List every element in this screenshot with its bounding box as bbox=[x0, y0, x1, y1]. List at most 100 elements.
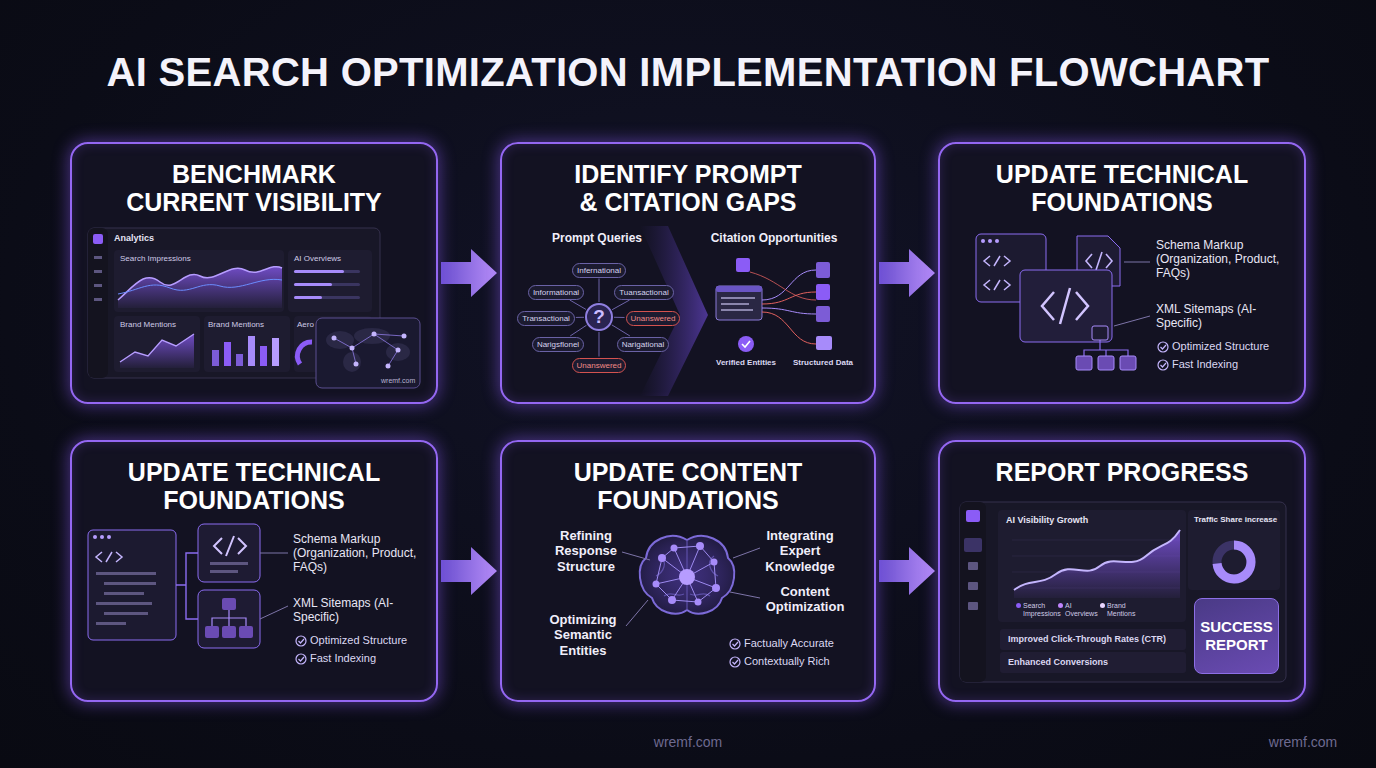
annotation-text: Structured Data bbox=[793, 358, 853, 367]
technical-illustration bbox=[984, 256, 1010, 266]
annotation-text: Content Optimization bbox=[759, 584, 851, 615]
annotation-text: Traffic Share increase bbox=[1194, 515, 1278, 524]
analytics-dashboard bbox=[294, 283, 360, 286]
report-dashboard bbox=[960, 502, 1286, 682]
report-dashboard bbox=[960, 502, 1286, 682]
citation-illustration bbox=[721, 309, 753, 311]
technical-illustration bbox=[107, 535, 111, 539]
report-badge: SUCCESS REPORT bbox=[1194, 598, 1279, 674]
brain-network bbox=[696, 542, 704, 550]
brain-network bbox=[671, 545, 678, 552]
technical-illustration bbox=[205, 626, 219, 638]
technical-illustration bbox=[1092, 326, 1108, 340]
technical-illustration bbox=[1086, 252, 1112, 270]
legend-text: Search Impressions bbox=[1023, 602, 1059, 618]
analytics-dashboard bbox=[118, 267, 282, 300]
node-text: BENCHMARK CURRENT VISIBILITY bbox=[117, 160, 391, 216]
citation-illustration bbox=[742, 341, 750, 347]
panel-ground bbox=[938, 142, 1306, 404]
technical-illustration bbox=[976, 234, 1168, 370]
analytics-dashboard bbox=[294, 270, 360, 273]
report-dashboard bbox=[1000, 652, 1186, 673]
node-text: Unanswered bbox=[577, 360, 622, 371]
query-pill: Narigational bbox=[617, 337, 670, 352]
legend-item: Search Impressions bbox=[1016, 602, 1059, 618]
analytics-dashboard bbox=[88, 228, 108, 378]
branch-line bbox=[576, 317, 584, 318]
step-panel: UPDATE TECHNICAL FOUNDATIONS bbox=[70, 440, 438, 702]
watermark: wremf.com bbox=[1269, 734, 1337, 751]
analytics-dashboard bbox=[118, 267, 282, 308]
citation-illustration bbox=[736, 258, 750, 272]
technical-illustration bbox=[1158, 360, 1168, 370]
technical-illustration bbox=[299, 657, 305, 661]
brain-network bbox=[695, 599, 702, 606]
technical-illustration bbox=[981, 239, 985, 243]
analytics-dashboard bbox=[316, 318, 420, 388]
legend-text: Brand Mentions bbox=[1107, 602, 1143, 618]
citation-illustration bbox=[738, 336, 754, 352]
citation-illustration bbox=[816, 306, 830, 322]
technical-illustration bbox=[176, 553, 198, 619]
node-text: Tuansactional bbox=[619, 287, 669, 298]
technical-illustration bbox=[100, 535, 104, 539]
annotation-text: Improved Click-Through Rates (CTR) bbox=[1008, 634, 1166, 645]
brain-network bbox=[622, 536, 760, 667]
report-dashboard bbox=[966, 510, 980, 522]
analytics-dashboard bbox=[343, 352, 361, 372]
report-dashboard bbox=[1217, 545, 1251, 579]
technical-illustration bbox=[984, 280, 1010, 290]
node-text: Narigsflonel bbox=[537, 339, 579, 350]
technical-illustration bbox=[212, 610, 246, 626]
analytics-dashboard bbox=[114, 250, 284, 312]
technical-illustration bbox=[88, 524, 306, 664]
step-panel: REPORT PROGRESSSUCCESS REPORT bbox=[938, 440, 1306, 702]
node-text: UPDATE TECHNICAL FOUNDATIONS bbox=[972, 160, 1272, 216]
flow-arrow bbox=[879, 249, 935, 297]
flow-arrow bbox=[441, 547, 497, 595]
analytics-dashboard bbox=[248, 336, 255, 366]
technical-illustration bbox=[104, 592, 144, 595]
technical-illustration bbox=[214, 536, 246, 556]
annotation-text: Enhanced Conversions bbox=[1008, 657, 1108, 668]
analytics-dashboard bbox=[204, 316, 290, 372]
flow-arrow bbox=[879, 547, 935, 595]
query-pill: Informational bbox=[528, 285, 584, 300]
analytics-dashboard bbox=[372, 332, 377, 337]
annotation-text: Refining Response Structure bbox=[546, 528, 626, 574]
technical-illustration bbox=[299, 639, 305, 643]
analytics-dashboard bbox=[118, 279, 282, 294]
panel-ground bbox=[500, 440, 876, 702]
annotation-text: Verified Entities bbox=[716, 358, 776, 367]
analytics-dashboard bbox=[350, 346, 355, 351]
branch-line bbox=[599, 279, 600, 303]
technical-illustration bbox=[1076, 356, 1092, 370]
technical-illustration bbox=[222, 626, 236, 638]
technical-illustration bbox=[1161, 363, 1167, 367]
legend-swatch bbox=[1100, 603, 1105, 608]
citation-illustration bbox=[816, 262, 830, 278]
technical-illustration bbox=[88, 530, 176, 640]
annotation-text: Optimized Structure bbox=[1172, 340, 1269, 353]
legend-item: Brand Mentions bbox=[1100, 602, 1143, 618]
query-pill: Tuansactional bbox=[614, 285, 674, 300]
annotation-text: Aero bbox=[297, 320, 314, 329]
annotation-text: Schema Markup (Organization, Product, FA… bbox=[1156, 238, 1292, 280]
query-pill: Unanswered bbox=[626, 311, 681, 326]
report-dashboard bbox=[968, 562, 978, 570]
annotation-text: Schema Markup (Organization, Product, FA… bbox=[293, 532, 427, 574]
technical-illustration bbox=[198, 524, 260, 582]
brain-network bbox=[711, 559, 718, 566]
report-dashboard bbox=[964, 538, 982, 552]
annotation-text: Factually Accurate bbox=[744, 637, 834, 650]
analytics-dashboard bbox=[294, 270, 344, 273]
technical-illustration bbox=[988, 239, 992, 243]
query-pill: Infernational bbox=[572, 263, 626, 278]
citation-illustration bbox=[716, 286, 762, 292]
analytics-dashboard bbox=[294, 296, 322, 299]
flow-arrow bbox=[441, 249, 497, 297]
analytics-dashboard bbox=[396, 348, 401, 353]
node-text: SUCCESS REPORT bbox=[1199, 618, 1274, 654]
technical-illustration bbox=[96, 572, 156, 575]
technical-illustration bbox=[1120, 356, 1136, 370]
